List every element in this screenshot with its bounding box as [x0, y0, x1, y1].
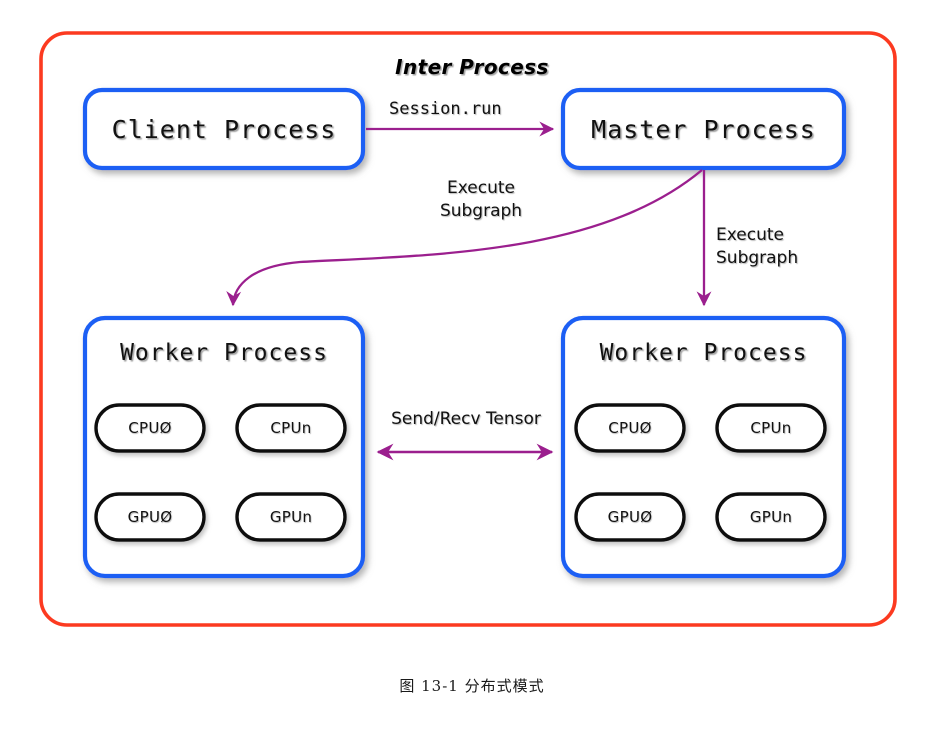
unit-right-cpu0-shape[interactable] [574, 403, 686, 453]
unit-right-gpu0-shape[interactable] [574, 492, 686, 542]
unit-right-cpun-shape[interactable] [715, 403, 827, 453]
unit-left-gpun-shape[interactable] [235, 492, 347, 542]
figure-caption: 图 13-1 分布式模式 [399, 677, 545, 695]
unit-left-cpun-shape[interactable] [235, 403, 347, 453]
execute-subgraph-left-arrow [226, 169, 703, 307]
unit-left-cpu0-shape[interactable] [94, 403, 206, 453]
master-process-box[interactable] [560, 87, 847, 171]
unit-left-gpu0-shape[interactable] [94, 492, 206, 542]
unit-right-gpun-shape[interactable] [715, 492, 827, 542]
client-process-box[interactable] [82, 87, 366, 171]
